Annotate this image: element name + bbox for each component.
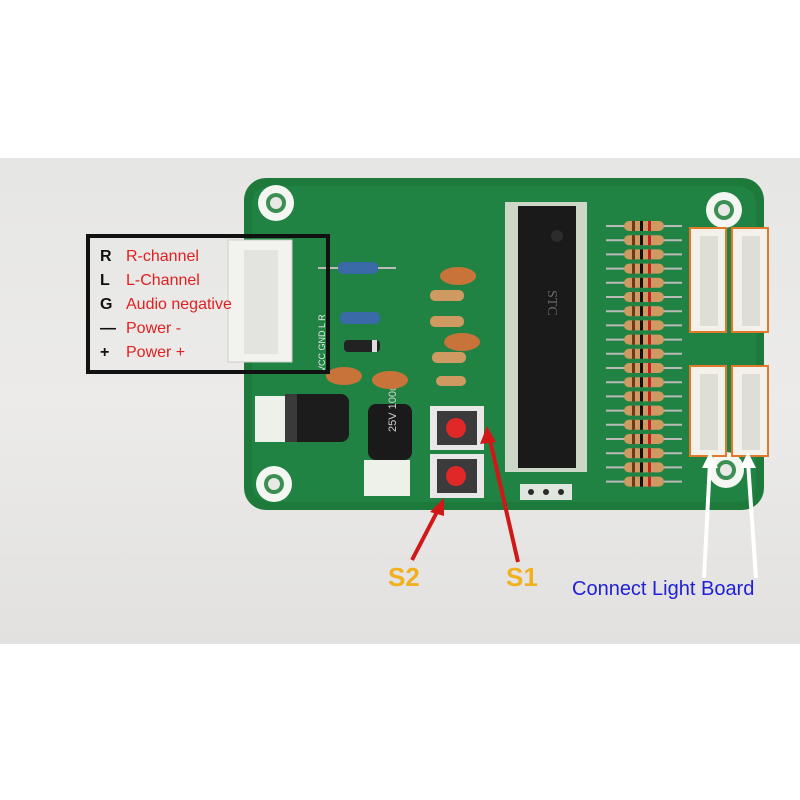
switch-s2 — [430, 454, 484, 498]
diode — [344, 340, 380, 352]
pin-desc-l: L-Channel — [126, 272, 200, 289]
resistor — [624, 348, 664, 359]
arrow-s1 — [480, 426, 520, 563]
resistor — [624, 263, 664, 274]
label-connect-light-board: Connect Light Board — [572, 578, 755, 600]
resistor — [624, 235, 664, 246]
resistor — [624, 476, 664, 487]
pin-legend-box — [86, 234, 330, 374]
mounting-hole-top-right — [706, 192, 742, 228]
resistor — [624, 320, 664, 331]
resistor — [624, 277, 664, 288]
arrow-s2 — [410, 498, 444, 561]
resistor — [624, 334, 664, 345]
arrow-connect-left — [702, 452, 718, 579]
resistor — [624, 405, 664, 416]
light-board-connector-group — [689, 227, 769, 457]
resistor — [624, 306, 664, 317]
pin-desc-g: Audio negative — [126, 296, 232, 313]
resistor-mid-1 — [430, 290, 464, 301]
resistor — [624, 434, 664, 444]
arrow-connect-right — [740, 452, 758, 579]
svg-text:25V 100uF: 25V 100uF — [387, 378, 399, 432]
pin-desc-plus: Power + — [126, 344, 186, 361]
ceramic-capacitor-4 — [372, 371, 408, 389]
switch-s1 — [430, 406, 484, 450]
pin-symbol-plus: + — [100, 344, 110, 361]
resistor-mid-2 — [430, 316, 464, 327]
ceramic-capacitor-2 — [444, 333, 480, 351]
label-s2: S2 — [388, 562, 420, 592]
resistor-mid-4 — [436, 376, 466, 386]
resistor — [624, 249, 664, 260]
label-s1: S1 — [506, 562, 538, 592]
mounting-hole-bottom-left — [256, 466, 292, 502]
pin-header — [520, 484, 572, 500]
electrolytic-capacitor-2: 25V 100uF — [368, 378, 412, 460]
resistor — [624, 448, 664, 459]
microcontroller-chip — [518, 206, 576, 468]
resistor — [624, 419, 664, 430]
silkscreen-block — [364, 460, 410, 496]
resistor-mid-3 — [432, 352, 466, 363]
resistor — [624, 377, 664, 388]
resistor-bank — [606, 221, 682, 487]
audio-input-connector — [227, 239, 293, 363]
mounting-hole-bottom-right — [708, 452, 744, 488]
pin-desc-minus: Power - — [126, 320, 182, 337]
pin-symbol-minus: — — [100, 320, 116, 337]
connector-silkscreen: VCC GND L R — [317, 314, 327, 372]
pin-desc-r: R-channel — [126, 248, 199, 265]
pin-symbol-g: G — [100, 296, 113, 313]
mounting-hole-top-left — [258, 185, 294, 221]
resistor — [624, 391, 664, 402]
chip-marking: STC — [544, 290, 559, 316]
resistor — [624, 221, 664, 231]
pin-symbol-l: L — [100, 272, 110, 289]
ceramic-capacitor-3 — [326, 367, 362, 385]
silkscreen-block — [255, 396, 285, 442]
pin-symbol-r: R — [100, 248, 112, 265]
resistor-left-2 — [340, 312, 380, 324]
resistor — [624, 363, 664, 373]
electrolytic-capacitor-1 — [285, 394, 349, 442]
resistor — [624, 292, 664, 302]
ceramic-capacitor-1 — [440, 267, 476, 285]
resistor — [624, 462, 664, 473]
